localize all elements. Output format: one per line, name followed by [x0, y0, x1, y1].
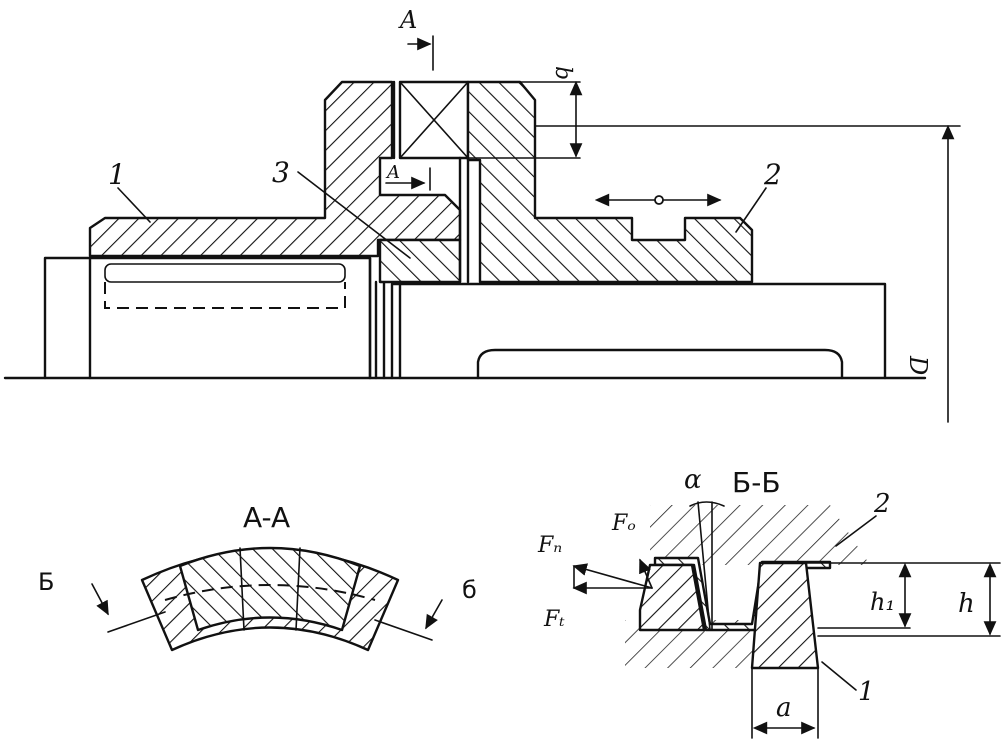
section-aa-title: A-A: [243, 501, 290, 534]
section-aa-tooth-line-1: [239, 547, 245, 631]
left-shaft: [43, 256, 372, 380]
angle-arc: [689, 501, 725, 507]
part-2-sliding-hub: [466, 80, 754, 284]
part-3-leader: [297, 171, 411, 259]
bb-part-1-label: 1: [858, 677, 875, 707]
cut-left-arrow: [91, 583, 109, 616]
cut-right-line: [374, 619, 433, 641]
main-assembly-view: b D A A 1 3 2: [3, 6, 961, 423]
force-n-label: Fₙ: [537, 533, 562, 558]
dim-h-label: h: [958, 589, 975, 619]
view-A-label: A: [398, 6, 417, 34]
part-2-background-hatch: [650, 505, 870, 565]
section-aa-dashed-arc: [164, 584, 376, 601]
part-2-leader: [735, 187, 767, 233]
section-aa-view: A-A Б б: [38, 501, 477, 652]
cut-left-line: [107, 611, 166, 633]
cut-right-label: б: [462, 576, 477, 604]
part-3-ring: [378, 238, 462, 284]
dim-b-label: b: [550, 66, 575, 80]
right-shaft: [390, 282, 887, 380]
dim-D-label: D: [904, 355, 932, 375]
force-t-label: Fₜ: [543, 607, 565, 632]
left-shaft-end: [368, 256, 386, 380]
center-gap: [458, 156, 470, 284]
section-aa-tooth-line-2: [295, 547, 301, 631]
bb-part-2-leader: [835, 515, 877, 547]
section-A-small-label: A: [385, 162, 400, 183]
bb-part-1-left-tooth: [638, 563, 706, 632]
left-key-hidden: [104, 282, 346, 309]
force-o-vector: [639, 558, 653, 589]
part-1-leader: [117, 187, 151, 223]
part-1-label: 1: [108, 158, 126, 191]
bb-part-1-leader: [821, 661, 857, 691]
force-n-vector: [572, 563, 653, 589]
slide-pivot-dot: [654, 195, 664, 205]
dim-a-label: a: [776, 693, 792, 723]
dim-h1-label: h₁: [870, 588, 895, 616]
bb-part-2-label: 2: [873, 489, 891, 519]
part-1-background-hatch: [625, 620, 755, 668]
cut-right-arrow: [425, 599, 443, 630]
section-aa-teeth: [178, 546, 362, 632]
right-key: [476, 348, 844, 380]
section-bb-view: Б-Б α h₁ h a Fₙ Fₒ Fₜ: [537, 465, 1001, 739]
force-o-label: Fₒ: [611, 511, 636, 536]
part-3-label: 3: [272, 156, 290, 189]
angle-line-1: [697, 501, 711, 631]
angle-alpha-label: α: [684, 465, 702, 495]
section-bb-title: Б-Б: [732, 466, 781, 499]
left-key: [104, 263, 346, 283]
cut-left-label: Б: [38, 568, 54, 596]
bearing-cross-2: [399, 81, 469, 159]
part-2-label: 2: [763, 158, 782, 191]
bb-part-1-tooth: [750, 561, 820, 670]
